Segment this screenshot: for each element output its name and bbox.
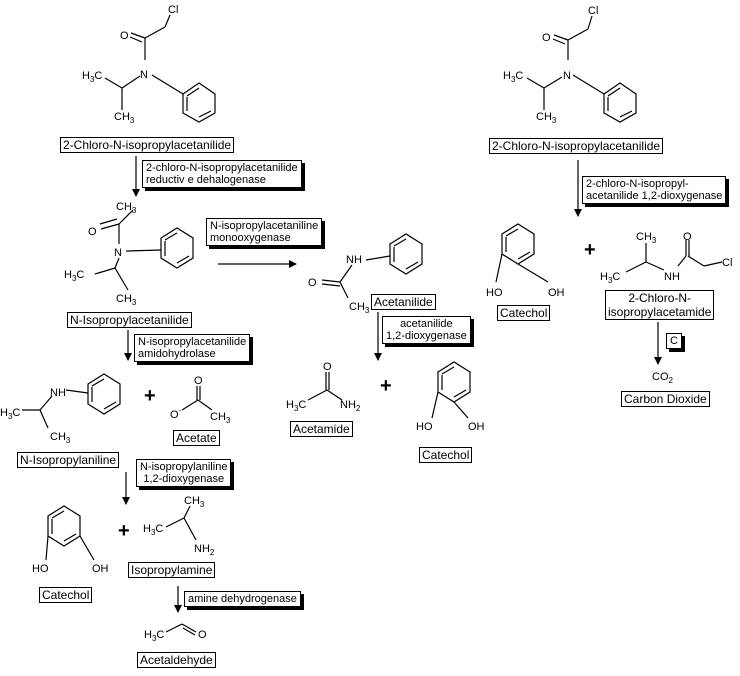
- enzyme-line: N-isopropylacetanilide: [138, 336, 247, 348]
- atom-o-minus: O-: [170, 406, 182, 421]
- atom-cl: Cl: [588, 5, 598, 17]
- label-isopropylamine: Isopropylamine: [128, 562, 216, 578]
- atom-ho: HO: [416, 421, 433, 433]
- atom-oh: OH: [468, 421, 485, 433]
- atom-ch3: CH3: [184, 495, 205, 509]
- atom-h3c: H3C: [600, 271, 620, 285]
- enzyme-line: N-isopropylaniline: [140, 461, 228, 473]
- label-catechol: Catechol: [419, 447, 473, 463]
- label-acetaldehyde: Acetaldehyde: [137, 652, 216, 668]
- atom-ch3: CH3: [116, 201, 137, 215]
- structure-chloro-left: [104, 14, 216, 123]
- structure-chloroacetamide: [625, 240, 723, 273]
- label-acetamide: Acetamide: [290, 421, 353, 437]
- enzyme-chloro-dioxygenase: 2-chloro-N-isopropyl- acetanilide 1,2-di…: [582, 176, 727, 204]
- label-acetate: Acetate: [173, 430, 220, 446]
- atom-cl: Cl: [168, 4, 178, 16]
- atom-ch3: CH3: [636, 231, 657, 245]
- plus-sign: +: [380, 375, 392, 397]
- atom-o: O: [88, 226, 97, 238]
- structure-acetamide: [307, 372, 343, 401]
- atom-o: O: [198, 629, 207, 641]
- atom-n: N: [140, 69, 148, 81]
- structure-isopropylacetanilide: [94, 209, 194, 291]
- enzyme-line: acetanilide: [400, 318, 453, 330]
- atom-o: O: [308, 277, 317, 289]
- structure-isopropylaniline: [22, 373, 121, 429]
- enzyme-line: 1,2-dioxygenase: [143, 473, 225, 485]
- enzyme-amine-dehydrogenase: amine dehydrogenase: [184, 591, 301, 607]
- structure-acetate: [181, 386, 213, 411]
- atom-h3c: H3C: [503, 70, 523, 84]
- atom-ch3: CH3: [50, 431, 71, 445]
- atom-oh: OH: [548, 287, 565, 299]
- label-chloro-isopropylacetamide: 2-Chloro-N- isopropylacetamide: [605, 290, 715, 320]
- atom-o: O: [323, 361, 332, 373]
- atom-nh: NH: [50, 387, 66, 399]
- label-isopropylacetanilide: N-Isopropylacetanilide: [67, 312, 192, 328]
- structure-catechol-right: [495, 223, 549, 283]
- atom-ho: HO: [486, 287, 503, 299]
- atom-nh2: NH2: [194, 543, 215, 557]
- atom-n: N: [563, 70, 571, 82]
- structure-isopropylamine: [165, 505, 197, 541]
- atom-o: O: [683, 231, 692, 243]
- structure-chloro-right: [526, 15, 637, 123]
- structure-acetanilide: [321, 233, 423, 299]
- label-catechol: Catechol: [497, 305, 551, 321]
- enzyme-line: 2-chloro-N-isopropylacetanilide: [146, 162, 298, 174]
- enzyme-line: monooxygenase: [210, 232, 291, 244]
- label-acetanilide: Acetanilide: [371, 294, 436, 310]
- structure-catechol-mid: [431, 361, 471, 419]
- label-line: 2-Chloro-N-: [628, 291, 692, 305]
- label-chloro-isopropylacetanilide: 2-Chloro-N-isopropylacetanilide: [60, 137, 235, 153]
- enzyme-line: 2-chloro-N-isopropyl-: [586, 178, 689, 190]
- enzyme-amidohydrolase: N-isopropylacetanilide amidohydrolase: [134, 334, 251, 362]
- label-chloro-isopropylacetanilide: 2-Chloro-N-isopropylacetanilide: [489, 138, 664, 154]
- enzyme-line: acetanilide 1,2-dioxygenase: [586, 190, 723, 202]
- atom-ch3: CH3: [536, 111, 557, 125]
- label-line: isopropylacetamide: [608, 305, 712, 319]
- atom-h3c: H3C: [64, 269, 84, 283]
- plus-sign: +: [144, 385, 156, 407]
- atom-co2: CO2: [652, 371, 674, 385]
- atom-o: O: [194, 375, 203, 387]
- atom-ch3: CH3: [116, 293, 137, 307]
- atom-ch3: CH3: [210, 411, 231, 425]
- structure-acetaldehyde: [165, 623, 197, 636]
- plus-sign: +: [584, 239, 596, 261]
- enzyme-acetanilide-dioxygenase: acetanilide 1,2-dioxygenase: [382, 316, 471, 344]
- atom-o: O: [542, 32, 551, 44]
- enzyme-aniline-dioxygenase: N-isopropylaniline 1,2-dioxygenase: [136, 459, 232, 487]
- enzyme-line: N-isopropylacetaniline: [210, 220, 319, 232]
- atom-h3c: H3C: [286, 399, 306, 413]
- atom-h3c: H3C: [144, 629, 164, 643]
- atom-nh: NH: [664, 271, 680, 283]
- plus-sign: +: [118, 520, 130, 542]
- enzyme-line: amidohydrolase: [138, 348, 216, 360]
- atom-n: N: [114, 247, 122, 259]
- enzyme-c-step: C: [666, 333, 682, 349]
- structure-catechol-bottom: [45, 505, 95, 561]
- atom-oh: OH: [92, 563, 109, 575]
- atom-cl: Cl: [722, 257, 732, 269]
- atom-ho: HO: [32, 563, 49, 575]
- atom-h3c: H3C: [143, 523, 163, 537]
- atom-o: O: [120, 30, 129, 42]
- atom-nh2: NH2: [340, 399, 361, 413]
- label-catechol: Catechol: [39, 587, 93, 603]
- atom-ch3: CH3: [349, 301, 370, 315]
- label-carbon-dioxide: Carbon Dioxide: [621, 391, 710, 407]
- atom-ch3: CH3: [114, 111, 135, 125]
- atom-h3c: H3C: [0, 407, 20, 421]
- enzyme-monooxygenase: N-isopropylacetaniline monooxygenase: [206, 218, 323, 246]
- atom-h3c: H3C: [82, 70, 102, 84]
- atom-nh: NH: [346, 254, 362, 266]
- enzyme-line: 1,2-dioxygenase: [386, 330, 467, 342]
- label-isopropylaniline: N-Isopropylaniline: [17, 452, 120, 468]
- enzyme-line: reductiv e dehalogenase: [146, 174, 266, 186]
- enzyme-reductive-dehalogenase: 2-chloro-N-isopropylacetanilide reductiv…: [142, 160, 302, 188]
